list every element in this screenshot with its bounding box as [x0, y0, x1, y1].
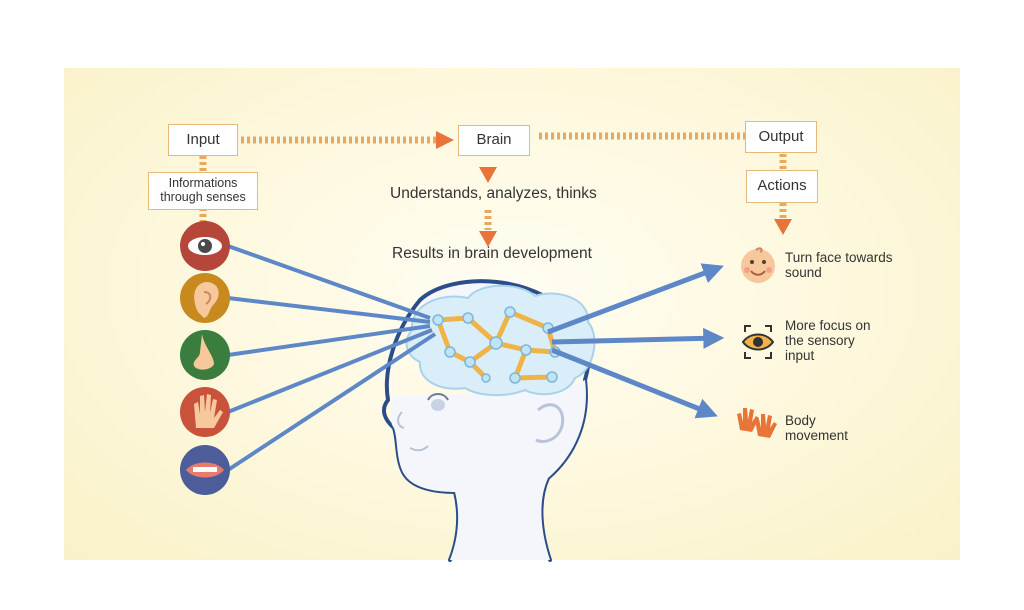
output-box: Output: [745, 121, 817, 153]
neuron-nodes: [432, 306, 561, 384]
mouth-icon: [180, 445, 230, 495]
senses-box: Informations through senses: [148, 172, 258, 210]
input-to-brain-connector: [241, 131, 454, 149]
action-body-movement-label: Body movement: [785, 413, 849, 443]
input-title: Input: [186, 130, 220, 148]
brain-box: Brain: [458, 125, 530, 156]
input-box: Input: [168, 124, 238, 156]
input-arrows: [226, 244, 437, 472]
actions-title: Actions: [757, 177, 807, 195]
eye-icon: [180, 221, 230, 271]
result-down-arrow: [479, 231, 497, 247]
hand-icon: [180, 387, 230, 437]
brain-title: Brain: [476, 131, 512, 149]
brain-step-results: Results in brain development: [392, 245, 592, 262]
brain-step-understands: Understands, analyzes, thinks: [390, 185, 597, 202]
actions-down-arrow: [774, 219, 792, 235]
hands-icon: [737, 408, 777, 438]
nose-icon: [180, 330, 230, 380]
action-turn-face-label: Turn face towards sound: [785, 250, 893, 280]
output-title: Output: [758, 127, 804, 145]
action-focus-label: More focus on the sensory input: [785, 318, 871, 363]
ear-icon: [180, 273, 230, 323]
output-arrows: [547, 263, 725, 419]
senses-label: Informations through senses: [160, 176, 246, 204]
baby-face-icon: [741, 247, 775, 283]
focus-eye-icon: [741, 325, 775, 359]
brain-down-arrow: [479, 167, 497, 183]
actions-box: Actions: [746, 170, 818, 203]
